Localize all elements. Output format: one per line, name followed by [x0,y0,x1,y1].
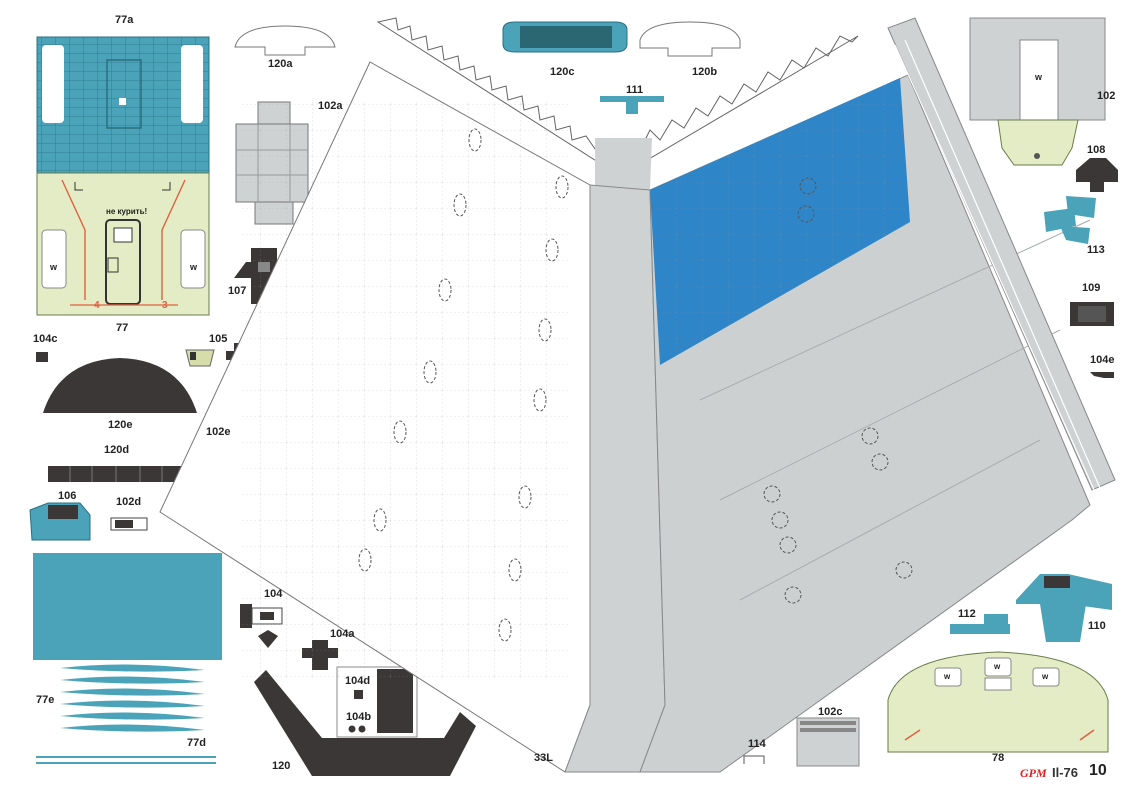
part-109 [1070,302,1114,326]
part-114 [743,755,765,764]
label-120d: 120d [104,444,130,456]
label-102: 102 [1097,90,1116,102]
label-114: 114 [748,738,766,750]
part-106-panel [48,505,78,519]
brand-logo: GPM [1020,766,1047,780]
label-104c: 104c [33,333,58,345]
part-112 [950,614,1010,634]
window-mark-nose: w [1035,72,1043,82]
part-77a-floor [36,36,210,174]
part-111 [600,96,664,114]
mark-3: 3 [162,300,168,311]
window-mark-78-right: w [1042,672,1049,681]
label-104e: 104e [1090,354,1115,366]
part-120-strip [254,670,476,776]
label-107: 107 [228,285,247,297]
part-77e-77d-sheet [33,553,222,764]
window-mark-left: w [50,262,58,272]
label-120a: 120a [268,58,293,70]
part-120c-panel [502,21,628,53]
window-mark-78-left: w [944,672,951,681]
page-number: 10 [1089,762,1107,779]
label-77d: 77d [187,737,206,749]
label-77: 77 [116,322,129,334]
no-smoking-text: не курить! [106,207,148,216]
label-77a: 77a [115,14,134,26]
part-102-nose [969,17,1106,166]
part-78-bulkhead [887,651,1109,753]
part-110 [1016,574,1112,642]
part-108 [1076,158,1118,192]
part-104e [1090,372,1114,378]
window-mark-right: w [190,262,198,272]
part-120a [234,25,336,56]
label-120: 120 [272,760,291,772]
part-120d-strip [48,466,186,482]
label-120c: 120c [550,66,575,78]
label-33L: 33L [534,752,553,764]
label-102e: 102e [206,426,231,438]
part-120b [639,21,741,57]
part-77-cargo-door [36,172,210,316]
label-112: 112 [958,608,976,620]
label-104b: 104b [346,711,372,723]
label-102a: 102a [318,100,343,112]
label-104d: 104d [345,675,371,687]
part-102c [796,717,860,767]
label-120e: 120e [108,419,133,431]
label-109: 109 [1082,282,1101,294]
part-113 [1044,196,1096,244]
part-102d [110,517,148,531]
label-106: 106 [58,490,77,502]
mark-4: 4 [94,300,100,311]
label-105: 105 [209,333,228,345]
label-78: 78 [992,752,1005,764]
label-104: 104 [264,588,283,600]
part-33L-wing [159,17,1116,773]
label-77e: 77e [36,694,55,706]
part-120e-dome [43,358,197,413]
label-111: 111 [626,84,644,96]
label-120b: 120b [692,66,718,78]
label-102d: 102d [116,496,142,508]
label-104a: 104a [330,628,355,640]
model-name: Il-76 [1052,765,1079,780]
label-110: 110 [1088,620,1106,632]
part-104c [36,352,48,362]
label-108: 108 [1087,144,1106,156]
window-mark-78-center: w [994,662,1001,671]
label-113: 113 [1087,244,1105,256]
label-102c: 102c [818,706,843,718]
